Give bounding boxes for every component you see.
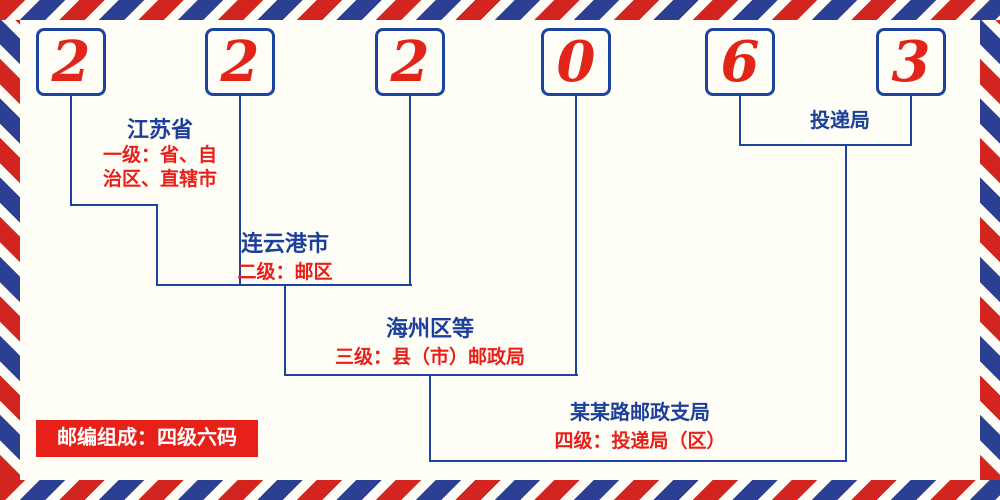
connector-digit1-vertical — [70, 96, 72, 206]
digit-box-2: 2 — [205, 28, 275, 96]
province-description: 一级：省、自 治区、直辖市 — [95, 144, 225, 192]
connector-digit5-vertical — [739, 96, 741, 146]
digit-6: 3 — [891, 29, 931, 95]
digit-4: 0 — [556, 29, 596, 95]
digit-box-5: 6 — [705, 28, 775, 96]
county-title: 海州区等 — [385, 316, 474, 341]
digit-box-3: 2 — [375, 28, 445, 96]
county-description: 三级：县（市）邮政局 — [334, 347, 525, 368]
connector-level2-drop — [284, 284, 286, 376]
province-description-line2: 治区、直辖市 — [102, 169, 217, 190]
digit-box-1: 2 — [36, 28, 106, 96]
connector-digit2-vertical — [239, 96, 241, 286]
connector-digit6-vertical — [910, 96, 912, 146]
digit-box-4: 0 — [541, 28, 611, 96]
province-title: 江苏省 — [126, 117, 193, 142]
digit-5: 6 — [720, 29, 760, 95]
connector-level1-horizontal — [70, 204, 158, 206]
composition-badge: 邮编组成：四级六码 — [36, 420, 258, 457]
city-title: 连云港市 — [240, 231, 329, 256]
airmail-border-top — [0, 0, 1000, 20]
digit-1: 2 — [51, 29, 91, 95]
connector-digit4-vertical — [575, 96, 577, 376]
digit-2: 2 — [220, 29, 260, 95]
airmail-border-left — [0, 20, 20, 480]
province-description-line1: 一级：省、自 — [102, 145, 217, 166]
connector-delivery-bracket — [739, 144, 912, 146]
delivery-office-title: 投递局 — [810, 110, 870, 132]
connector-level4-right-vertical — [845, 144, 847, 462]
connector-level3-horizontal — [284, 374, 578, 376]
city-description: 二级：邮区 — [237, 262, 333, 283]
airmail-border-right — [980, 20, 1000, 480]
branch-description: 四级：投递局（区） — [554, 431, 726, 452]
connector-digit3-vertical — [409, 96, 411, 286]
digit-box-6: 3 — [876, 28, 946, 96]
connector-level3-drop — [429, 374, 431, 462]
airmail-border-bottom — [0, 480, 1000, 500]
branch-title: 某某路邮政支局 — [570, 402, 710, 424]
connector-level1-drop — [156, 204, 158, 286]
digit-3: 2 — [390, 29, 430, 95]
connector-level4-horizontal — [429, 460, 847, 462]
